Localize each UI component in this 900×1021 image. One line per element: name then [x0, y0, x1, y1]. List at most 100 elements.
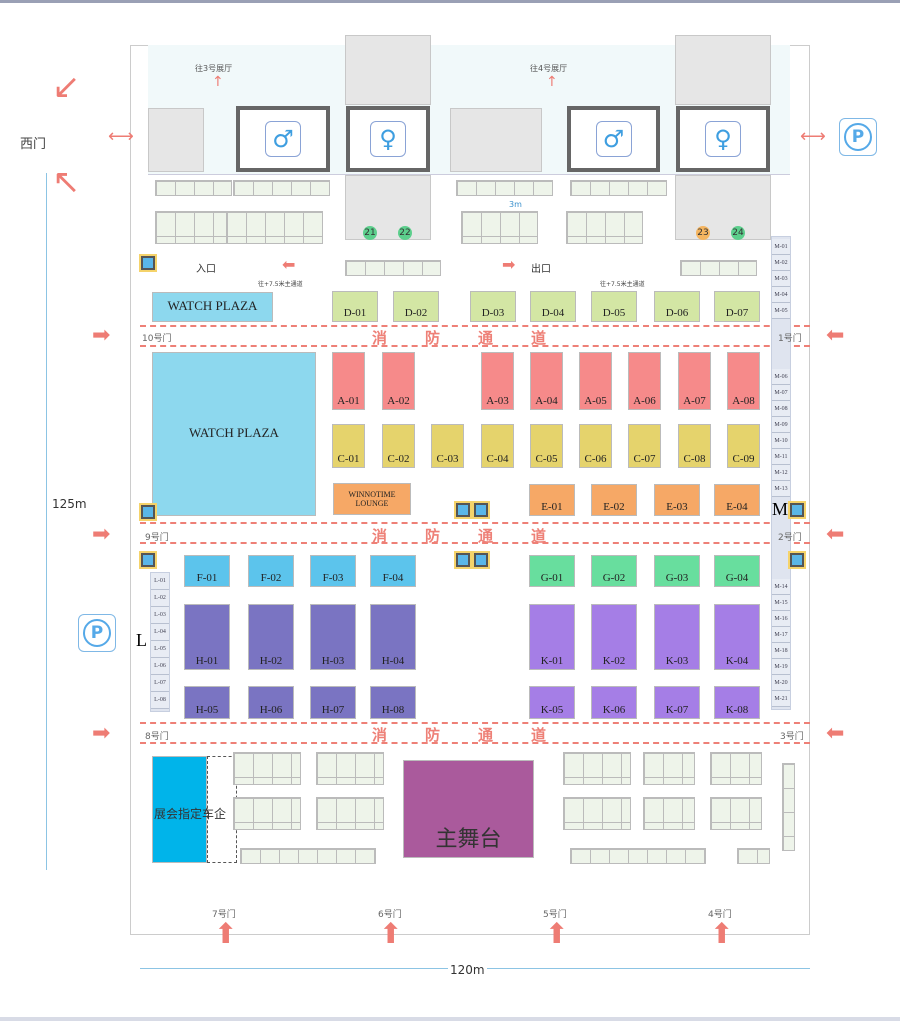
table-block [643, 797, 695, 830]
watch-plaza-small[interactable]: WATCH PLAZA [152, 292, 273, 322]
booth-m-09[interactable]: M-09 [772, 417, 790, 433]
watch-plaza-main[interactable]: WATCH PLAZA [152, 352, 316, 516]
booth-h-02[interactable]: H-02 [248, 604, 294, 670]
booth-d-02[interactable]: D-02 [393, 291, 439, 322]
booth-h-06[interactable]: H-06 [248, 686, 294, 719]
booth-m-20[interactable]: M-20 [772, 675, 790, 691]
booth-h-05[interactable]: H-05 [184, 686, 230, 719]
booth-k-06[interactable]: K-06 [591, 686, 637, 719]
booth-k-07[interactable]: K-07 [654, 686, 700, 719]
booth-c-08[interactable]: C-08 [678, 424, 711, 468]
booth-m-17[interactable]: M-17 [772, 627, 790, 643]
booth-m-13[interactable]: M-13 [772, 481, 790, 497]
service-number: 24 [731, 226, 745, 240]
booth-m-07[interactable]: M-07 [772, 385, 790, 401]
booth-c-09[interactable]: C-09 [727, 424, 760, 468]
table-block [643, 752, 695, 785]
booth-e-01[interactable]: E-01 [529, 484, 575, 516]
booth-d-01[interactable]: D-01 [332, 291, 378, 322]
booth-m-12[interactable]: M-12 [772, 465, 790, 481]
booth-h-01[interactable]: H-01 [184, 604, 230, 670]
booth-f-01[interactable]: F-01 [184, 555, 230, 587]
booth-k-01[interactable]: K-01 [529, 604, 575, 670]
booth-g-03[interactable]: G-03 [654, 555, 700, 587]
booth-f-03[interactable]: F-03 [310, 555, 356, 587]
booth-m-06[interactable]: M-06 [772, 369, 790, 385]
booth-m-14[interactable]: M-14 [772, 579, 790, 595]
booth-f-04[interactable]: F-04 [370, 555, 416, 587]
main-stage[interactable]: 主舞台 [403, 760, 534, 858]
booth-l-06[interactable]: L-06 [151, 658, 169, 675]
booth-m-16[interactable]: M-16 [772, 611, 790, 627]
booth-c-01[interactable]: C-01 [332, 424, 365, 468]
booth-g-04[interactable]: G-04 [714, 555, 760, 587]
booth-h-07[interactable]: H-07 [310, 686, 356, 719]
booth-m-01[interactable]: M-01 [772, 239, 790, 255]
booth-e-04[interactable]: E-04 [714, 484, 760, 516]
booth-a-06[interactable]: A-06 [628, 352, 661, 410]
west-gate-label: 西门 [20, 137, 47, 152]
booth-g-02[interactable]: G-02 [591, 555, 637, 587]
booth-m-21[interactable]: M-21 [772, 691, 790, 707]
booth-h-08[interactable]: H-08 [370, 686, 416, 719]
booth-a-01[interactable]: A-01 [332, 352, 365, 410]
booth-d-03[interactable]: D-03 [470, 291, 516, 322]
arrow-up-icon: ⬆ [710, 917, 734, 950]
booth-m-05[interactable]: M-05 [772, 303, 790, 319]
booth-k-08[interactable]: K-08 [714, 686, 760, 719]
booth-l-07[interactable]: L-07 [151, 675, 169, 692]
booth-e-03[interactable]: E-03 [654, 484, 700, 516]
booth-c-03[interactable]: C-03 [431, 424, 464, 468]
table-block [345, 260, 441, 276]
booth-m-10[interactable]: M-10 [772, 433, 790, 449]
booth-c-07[interactable]: C-07 [628, 424, 661, 468]
booth-h-04[interactable]: H-04 [370, 604, 416, 670]
booth-m-15[interactable]: M-15 [772, 595, 790, 611]
booth-l-05[interactable]: L-05 [151, 641, 169, 658]
elevator-icon [139, 551, 157, 569]
service-number: 21 [363, 226, 377, 240]
booth-a-08[interactable]: A-08 [727, 352, 760, 410]
table-block [710, 797, 762, 830]
booth-m-08[interactable]: M-08 [772, 401, 790, 417]
booth-l-08[interactable]: L-08 [151, 692, 169, 709]
table-block [461, 211, 538, 244]
booth-a-03[interactable]: A-03 [481, 352, 514, 410]
booth-m-02[interactable]: M-02 [772, 255, 790, 271]
booth-h-03[interactable]: H-03 [310, 604, 356, 670]
booth-a-04[interactable]: A-04 [530, 352, 563, 410]
booth-l-02[interactable]: L-02 [151, 590, 169, 607]
booth-d-07[interactable]: D-07 [714, 291, 760, 322]
booth-e-02[interactable]: E-02 [591, 484, 637, 516]
booth-c-02[interactable]: C-02 [382, 424, 415, 468]
booth-m-19[interactable]: M-19 [772, 659, 790, 675]
booth-k-03[interactable]: K-03 [654, 604, 700, 670]
booth-l-03[interactable]: L-03 [151, 607, 169, 624]
booth-l-04[interactable]: L-04 [151, 624, 169, 641]
booth-k-05[interactable]: K-05 [529, 686, 575, 719]
booth-k-02[interactable]: K-02 [591, 604, 637, 670]
booth-d-04[interactable]: D-04 [530, 291, 576, 322]
booth-c-06[interactable]: C-06 [579, 424, 612, 468]
booth-m-18[interactable]: M-18 [772, 643, 790, 659]
booth-m-11[interactable]: M-11 [772, 449, 790, 465]
winnotime-lounge[interactable]: WINNOTIME LOUNGE [333, 483, 411, 515]
booth-k-04[interactable]: K-04 [714, 604, 760, 670]
car-exhibit-area[interactable] [152, 756, 207, 863]
service-number: 23 [696, 226, 710, 240]
elevator-icon [454, 551, 472, 569]
booth-c-04[interactable]: C-04 [481, 424, 514, 468]
arrow-up-icon: ⬆ [545, 917, 569, 950]
booth-a-07[interactable]: A-07 [678, 352, 711, 410]
booth-l-01[interactable]: L-01 [151, 573, 169, 590]
booth-d-06[interactable]: D-06 [654, 291, 700, 322]
booth-g-01[interactable]: G-01 [529, 555, 575, 587]
booth-c-05[interactable]: C-05 [530, 424, 563, 468]
booth-a-05[interactable]: A-05 [579, 352, 612, 410]
booth-m-03[interactable]: M-03 [772, 271, 790, 287]
booth-m-04[interactable]: M-04 [772, 287, 790, 303]
booth-d-05[interactable]: D-05 [591, 291, 637, 322]
booth-a-02[interactable]: A-02 [382, 352, 415, 410]
zone-m-label: M [772, 499, 789, 519]
booth-f-02[interactable]: F-02 [248, 555, 294, 587]
